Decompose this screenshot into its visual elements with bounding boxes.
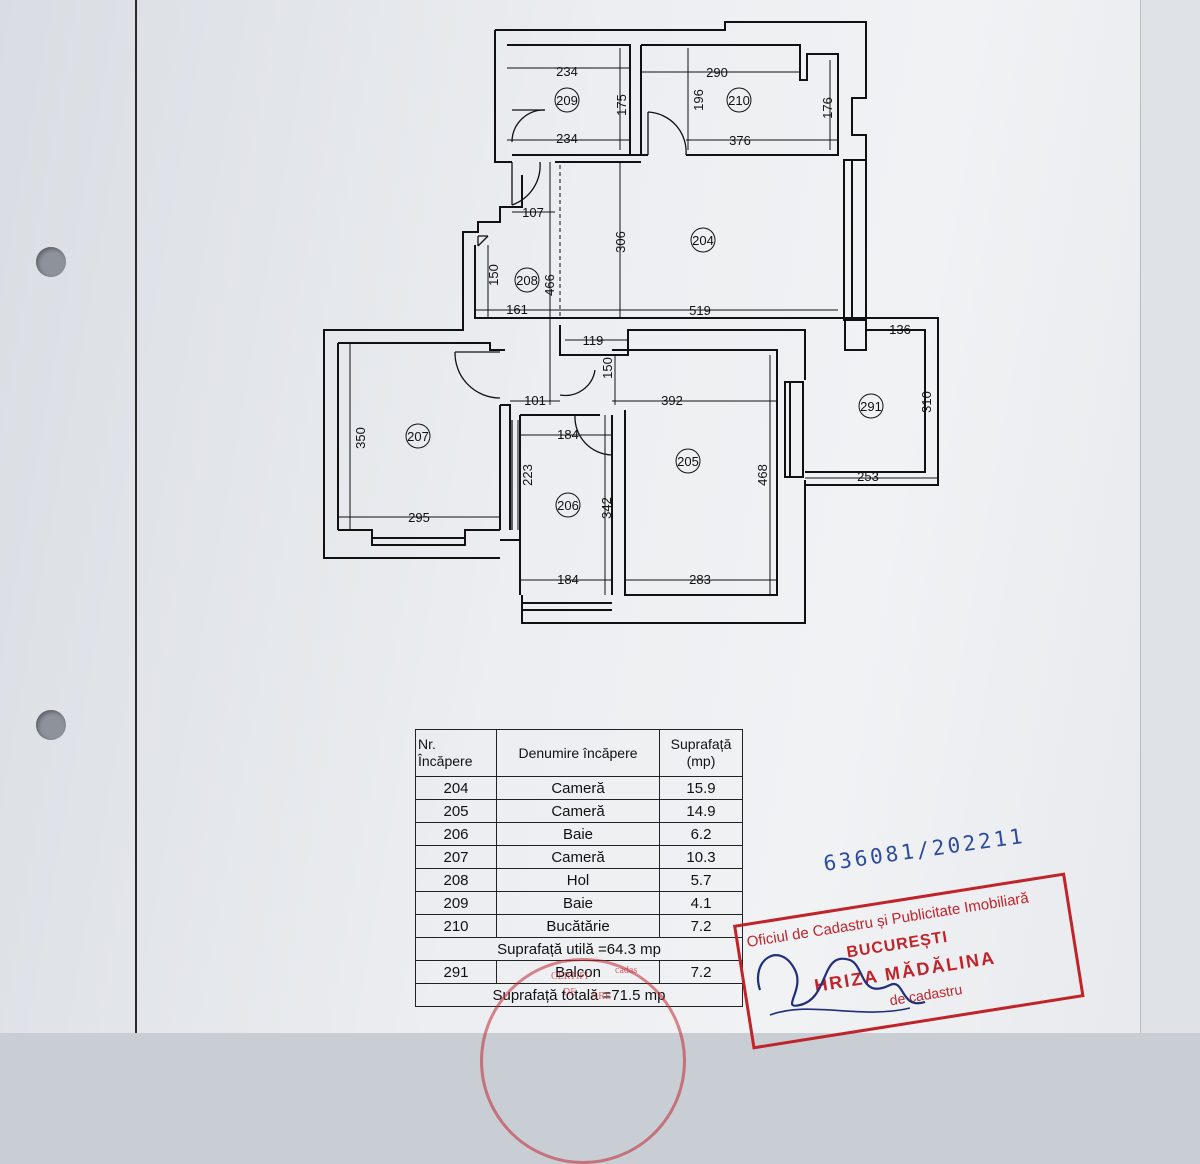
dim-label: 468: [755, 464, 770, 486]
room-label-206: 206: [557, 498, 579, 513]
punch-hole-top: [36, 247, 66, 277]
outer-wall-top: [495, 21, 867, 318]
dim-label: 376: [729, 133, 751, 148]
useful-area-row: Suprafață utilă =64.3 mp: [415, 937, 743, 961]
room-label-208: 208: [516, 273, 538, 288]
dim-label: 119: [583, 333, 604, 348]
table-header-row: Nr.Încăpere Denumire încăpere Suprafață(…: [415, 729, 743, 777]
dim-label: 310: [919, 391, 934, 413]
dim-label: 350: [353, 427, 368, 449]
dim-label: 234: [556, 64, 578, 79]
dim-label: 101: [524, 393, 546, 408]
dim-label: 176: [820, 97, 835, 119]
header-area: Suprafață(mp): [659, 729, 743, 777]
margin-line: [135, 0, 137, 1033]
round-certification-stamp: CERTIFI DE ARE cadas: [480, 958, 686, 1164]
dim-label: 184: [557, 427, 579, 442]
room-label-291: 291: [860, 399, 882, 414]
hall-wall: [323, 175, 523, 559]
dim-label: 295: [408, 510, 430, 525]
dim-label: 175: [614, 94, 629, 116]
signature-scribble: [757, 954, 926, 1016]
dim-label: 342: [599, 497, 614, 519]
room-label-205: 205: [677, 454, 699, 469]
dim-label: 136: [889, 322, 911, 337]
room-label-210: 210: [728, 93, 750, 108]
dim-label: 290: [706, 65, 728, 80]
room-label-204: 204: [692, 233, 714, 248]
dim-label: 283: [689, 572, 711, 587]
dim-label: 234: [556, 131, 578, 146]
outer-wall-left-top: [494, 30, 512, 163]
dim-label: 519: [689, 303, 711, 318]
floor-plan: 209 210 204 208 291 207 205 206 234 175 …: [323, 21, 939, 624]
dim-label: 107: [522, 205, 544, 220]
dim-label: 466: [542, 274, 557, 296]
room-label-209: 209: [556, 93, 578, 108]
punch-hole-bottom: [36, 710, 66, 740]
dim-label: 150: [486, 264, 501, 286]
dim-label: 392: [661, 393, 683, 408]
inner-wall-210: [641, 44, 839, 156]
dim-label: 306: [613, 231, 628, 253]
header-nr: Nr.Încăpere: [415, 729, 497, 777]
dim-label: 253: [857, 469, 879, 484]
room-label-207: 207: [407, 429, 429, 444]
dim-label: 196: [691, 89, 706, 111]
dim-label: 184: [557, 572, 579, 587]
dim-label: 161: [506, 302, 528, 317]
dim-label: 150: [600, 357, 615, 379]
next-page-edge: [1140, 0, 1200, 1033]
header-name: Denumire încăpere: [496, 729, 660, 777]
balcony-wall: [805, 317, 939, 486]
inner-wall-kitchen: [507, 44, 631, 156]
dim-label: 223: [520, 464, 535, 486]
